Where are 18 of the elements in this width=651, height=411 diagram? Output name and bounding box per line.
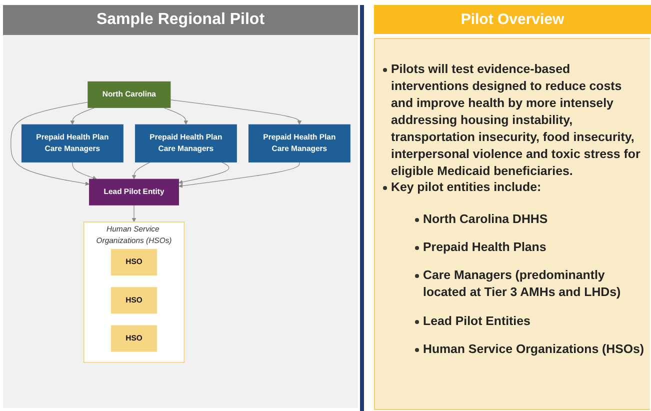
bullet-point: Pilots will test evidence-based interventions designed to reduce costs and improve health by more intensely addressing housing instability, transportation insecurity, food insecurity, interpersonal violence and toxic stress for eligible Medicaid beneficiaries.	[391, 61, 642, 180]
arrow	[163, 107, 188, 125]
arrow	[132, 162, 150, 180]
panel-heading: Pilot Overview	[374, 5, 651, 34]
arrow	[170, 100, 302, 125]
arrow	[10, 102, 90, 186]
bullet-point: Lead Pilot Entities	[423, 313, 532, 330]
bullet-point: North Carolina DHHS	[423, 211, 549, 228]
bullet-point: Prepaid Health Plans	[423, 239, 548, 256]
arrow	[70, 107, 96, 125]
arrow	[178, 162, 230, 184]
panel-title: Sample Regional Pilot	[3, 5, 358, 35]
bullet-point: Human Service Organizations (HSOs)	[423, 341, 646, 358]
arrow	[72, 162, 97, 180]
arrow	[132, 204, 136, 222]
arrow	[178, 162, 300, 188]
bullet-point: Care Managers (predominantly located at Tier 3 AMHs and LHDs)	[423, 267, 622, 301]
bullet-point: Key pilot entities include:	[391, 179, 542, 196]
